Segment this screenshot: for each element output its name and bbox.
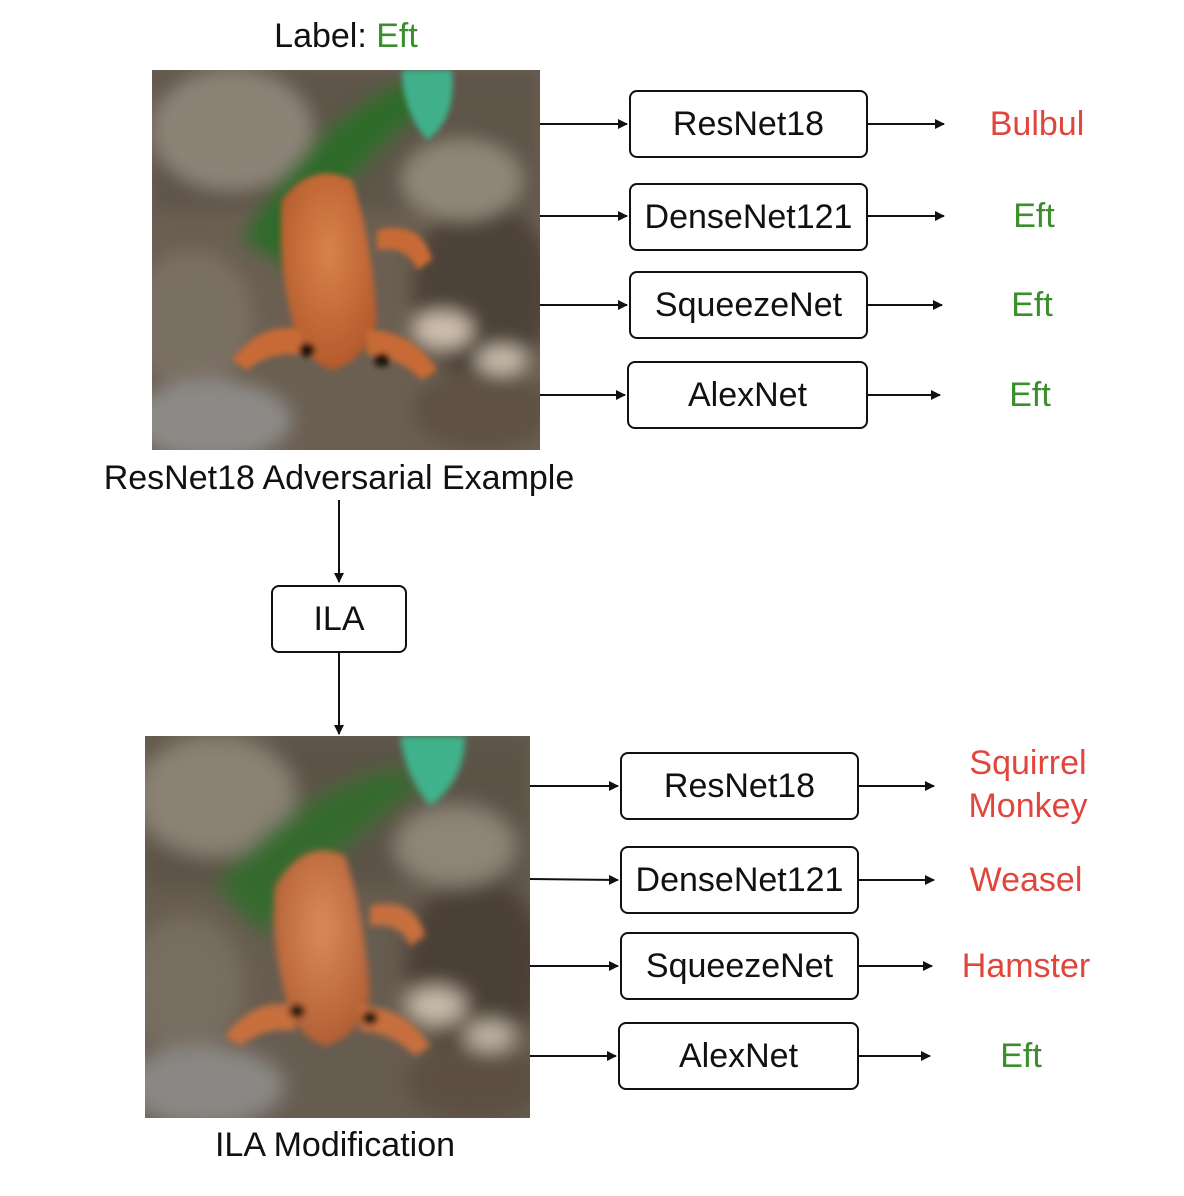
prediction-densenet121-bottom: Weasel bbox=[969, 861, 1083, 899]
model-box-squeezenet-top: SqueezeNet bbox=[629, 271, 868, 339]
arrow-image-to-densenet121-bottom bbox=[529, 874, 619, 885]
top-image-caption: ResNet18 Adversarial Example bbox=[103, 459, 575, 497]
model-box-densenet121-top: DenseNet121 bbox=[629, 183, 868, 251]
model-box-resnet18-bottom: ResNet18 bbox=[620, 752, 859, 820]
adversarial-image bbox=[152, 70, 540, 450]
prediction-squeezenet-top: Eft bbox=[1011, 286, 1053, 324]
model-box-alexnet-top: AlexNet bbox=[627, 361, 868, 429]
prediction-resnet18-bottom: Squirrel Monkey bbox=[968, 742, 1087, 828]
prediction-densenet121-top: Eft bbox=[1013, 197, 1055, 235]
model-box-densenet121-bottom: DenseNet121 bbox=[620, 846, 859, 914]
prediction-squeezenet-bottom: Hamster bbox=[961, 947, 1091, 985]
prediction-resnet18-top: Bulbul bbox=[989, 105, 1085, 143]
prediction-resnet18-bottom-line2: Monkey bbox=[968, 787, 1088, 825]
label-value: Eft bbox=[376, 17, 418, 55]
model-box-resnet18-top: ResNet18 bbox=[629, 90, 868, 158]
bottom-image-caption: ILA Modification bbox=[214, 1126, 456, 1164]
label-prefix: Label: bbox=[274, 17, 367, 55]
model-box-alexnet-bottom: AlexNet bbox=[618, 1022, 859, 1090]
ila-step-box: ILA bbox=[271, 585, 407, 653]
model-box-squeezenet-bottom: SqueezeNet bbox=[620, 932, 859, 1000]
ground-truth-label: Label: Eft bbox=[274, 16, 418, 56]
prediction-alexnet-bottom: Eft bbox=[1000, 1037, 1042, 1075]
eft-salamander-photo-modified-icon bbox=[145, 736, 530, 1118]
prediction-resnet18-bottom-line1: Squirrel bbox=[969, 744, 1087, 782]
prediction-alexnet-top: Eft bbox=[1009, 376, 1051, 414]
eft-salamander-photo-icon bbox=[152, 70, 540, 450]
ila-modified-image bbox=[145, 736, 530, 1118]
